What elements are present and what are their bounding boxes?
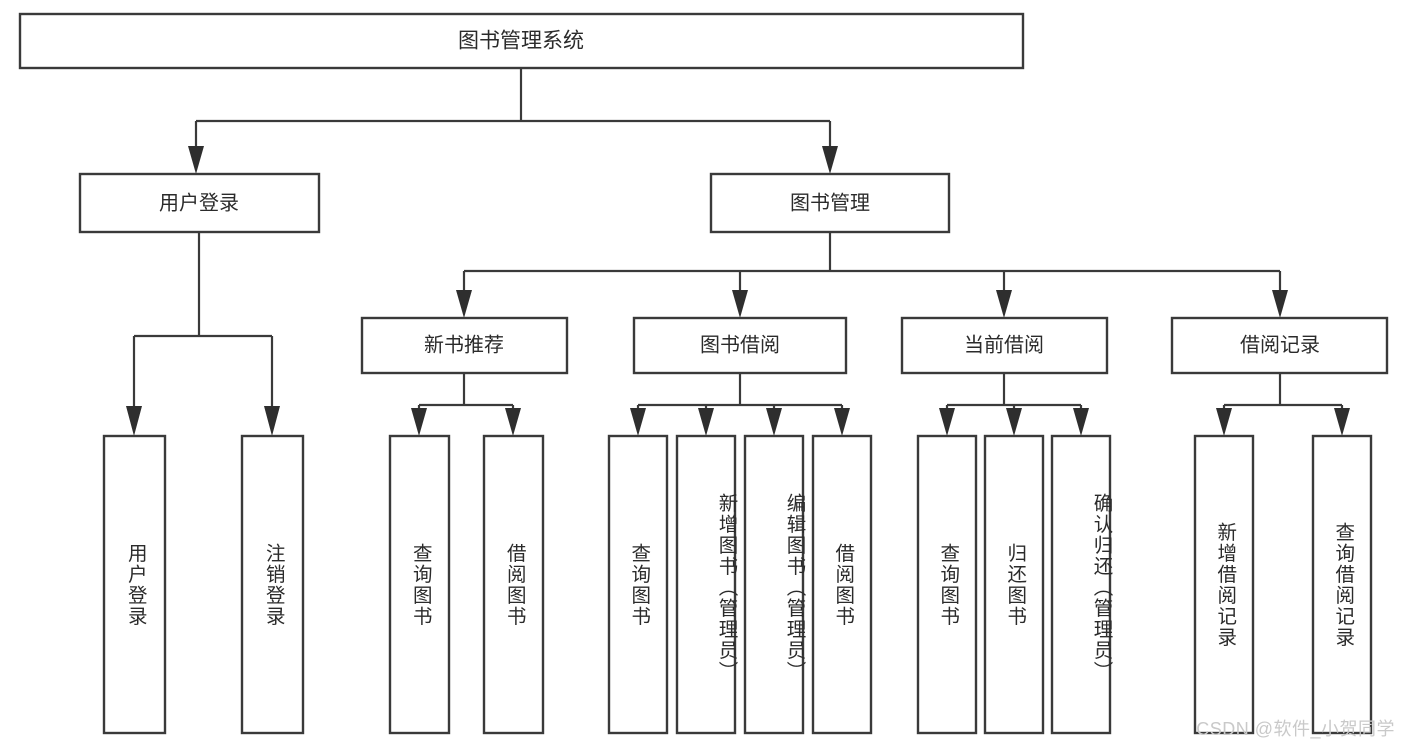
node-user-login-label: 用户登录	[159, 191, 239, 214]
arrow-user-login-leaf-1	[264, 406, 280, 436]
leaf-box-currentborrow-1[interactable]	[983, 434, 1045, 735]
arrow-level2-1	[732, 290, 748, 318]
arrow-currentborrow-leaf-2	[1073, 408, 1089, 436]
csdn-watermark: CSDN @软件_小贺同学	[1196, 719, 1395, 739]
arrow-user-login-leaf-0	[126, 406, 142, 436]
leaf-box-bookborrow-2[interactable]	[743, 434, 805, 735]
leaf-box-borrowrecord-0[interactable]	[1193, 434, 1255, 735]
leaf-box-bookborrow-0[interactable]	[607, 434, 669, 735]
arrow-level2-2	[996, 290, 1012, 318]
node-book-manage-label: 图书管理	[790, 191, 870, 214]
node-root-box[interactable]	[18, 12, 1025, 70]
arrow-level1-0	[188, 146, 204, 174]
leaf-box-recommend-1[interactable]	[482, 434, 545, 735]
arrow-borrowrecord-leaf-0	[1216, 408, 1232, 436]
leaf-box-bookborrow-3[interactable]	[811, 434, 873, 735]
arrow-recommend-leaf-1	[505, 408, 521, 436]
arrow-bookborrow-leaf-3	[834, 408, 850, 436]
arrow-bookborrow-leaf-2	[766, 408, 782, 436]
arrow-level1-1	[822, 146, 838, 174]
leaf-box-currentborrow-2[interactable]	[1050, 434, 1112, 735]
arrow-level2-0	[456, 290, 472, 318]
arrow-currentborrow-leaf-1	[1006, 408, 1022, 436]
arrow-borrowrecord-leaf-1	[1334, 408, 1350, 436]
node-borrow-record-box[interactable]	[1170, 316, 1389, 375]
leaf-box-user-login-1[interactable]	[240, 434, 305, 735]
arrow-level2-3	[1272, 290, 1288, 318]
node-new-book-recommend-label: 新书推荐	[424, 333, 504, 356]
arrow-currentborrow-leaf-0	[939, 408, 955, 436]
arrow-recommend-leaf-0	[411, 408, 427, 436]
node-current-borrow-box[interactable]	[900, 316, 1109, 375]
node-borrow-record-label: 借阅记录	[1240, 333, 1320, 356]
node-book-borrow-label: 图书借阅	[700, 333, 780, 356]
leaf-box-bookborrow-1[interactable]	[675, 434, 737, 735]
node-root-label: 图书管理系统	[458, 30, 584, 53]
leaf-box-user-login-0[interactable]	[102, 434, 167, 735]
leaf-box-recommend-0[interactable]	[388, 434, 451, 735]
arrow-bookborrow-leaf-0	[630, 408, 646, 436]
leaf-box-borrowrecord-1[interactable]	[1311, 434, 1373, 735]
node-new-book-recommend-box[interactable]	[360, 316, 569, 375]
arrow-bookborrow-leaf-1	[698, 408, 714, 436]
node-book-borrow-box[interactable]	[632, 316, 848, 375]
node-current-borrow-label: 当前借阅	[964, 333, 1044, 356]
node-book-manage-box[interactable]	[709, 172, 951, 234]
leaf-box-currentborrow-0[interactable]	[916, 434, 978, 735]
